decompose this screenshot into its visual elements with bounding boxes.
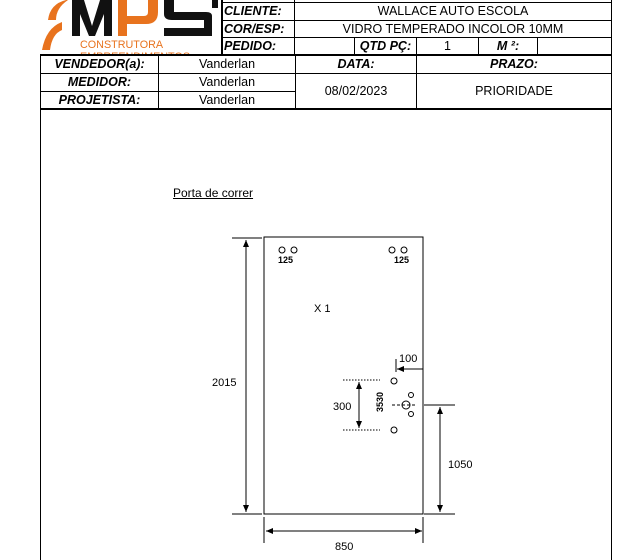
company-logo: CONSTRUTORA EMPREENDIMENTOS bbox=[40, 0, 220, 56]
hole bbox=[390, 377, 398, 385]
glass-panel bbox=[263, 236, 424, 515]
logo-tagline: CONSTRUTORA EMPREENDIMENTOS bbox=[80, 39, 190, 56]
hole bbox=[408, 411, 414, 417]
medidor-value: Vanderlan bbox=[198, 75, 256, 90]
hole-label-left: 125 bbox=[278, 255, 294, 265]
cliente-value: WALLACE AUTO ESCOLA bbox=[377, 4, 529, 19]
hole bbox=[408, 392, 414, 398]
medidor-label: MEDIDOR: bbox=[67, 75, 132, 90]
handle-label: 3530 bbox=[375, 391, 386, 413]
data-label: DATA: bbox=[337, 57, 375, 72]
hole bbox=[278, 246, 286, 254]
prazo-label: PRAZO: bbox=[490, 57, 538, 72]
projetista-label: PROJETISTA: bbox=[58, 92, 141, 107]
prazo-value: PRIORIDADE bbox=[475, 83, 553, 98]
cor-label: COR/ESP: bbox=[224, 21, 285, 36]
pedido-label: PEDIDO: bbox=[224, 38, 277, 53]
hole bbox=[388, 246, 396, 254]
hole bbox=[390, 426, 398, 434]
quantity-label: X 1 bbox=[314, 303, 331, 315]
width-label: 850 bbox=[335, 541, 354, 553]
drawing-title: Porta de correr bbox=[173, 186, 254, 200]
hole-label-right: 125 bbox=[394, 255, 410, 265]
cliente-label: CLIENTE: bbox=[224, 4, 282, 19]
hole bbox=[290, 246, 298, 254]
vendedor-value: Vanderlan bbox=[198, 57, 256, 72]
height-label: 2015 bbox=[212, 377, 237, 389]
m2-label: M ²: bbox=[496, 38, 520, 53]
offset-label: 100 bbox=[399, 353, 418, 365]
qtd-value: 1 bbox=[444, 38, 451, 53]
floor-height-label: 1050 bbox=[448, 459, 473, 471]
cor-value: VIDRO TEMPERADO INCOLOR 10MM bbox=[342, 21, 564, 36]
spacing-label: 300 bbox=[333, 401, 352, 413]
projetista-value: Vanderlan bbox=[198, 92, 256, 107]
vendedor-label: VENDEDOR(a): bbox=[54, 57, 145, 72]
qtd-label: QTD PÇ: bbox=[359, 38, 412, 53]
hole bbox=[400, 246, 408, 254]
data-value: 08/02/2023 bbox=[324, 83, 388, 98]
